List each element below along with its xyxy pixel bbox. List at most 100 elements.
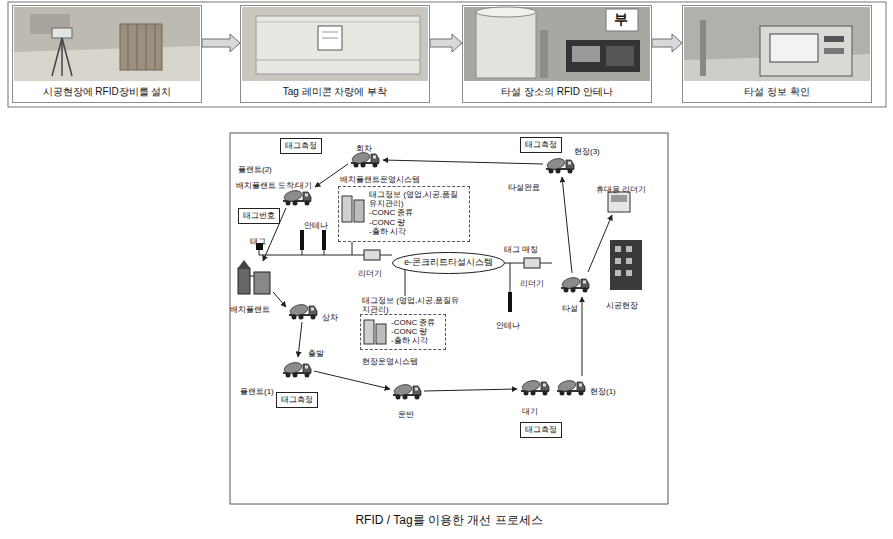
site-building-icon [626,258,632,264]
cycle-arrow [562,177,572,273]
batch-plant-icon [238,268,250,294]
truck-icon [561,276,589,293]
diagram-label: 배치플랜트 도착/대기 [236,181,312,190]
caption-holder: 타설 장소의 RFID 안테나 [463,81,651,99]
antenna-photo [464,7,650,81]
label-anchor: 운반 [398,403,414,421]
info-text: -CONC 량 [369,218,465,227]
site-building-icon [615,246,621,252]
site-photo [61,38,63,76]
truck-photo [256,60,420,61]
box-heading: 배치플랜트운영시스템 [339,175,421,184]
tag-box: 태그번호 [238,208,280,224]
tag-box: 태그측정 [520,137,562,153]
label-anchor: 배치플랜트 도착/대기 [236,174,312,192]
cycle-arrow [263,160,612,391]
terminal-photo [700,20,706,76]
box-label: 태그측정 [281,395,313,404]
server-icon [342,196,352,222]
box-heading: 태그정보 (영업,시공,품질유지관리) [361,296,467,314]
server-icon [376,324,386,344]
truck-icon [283,189,311,206]
network-wire [259,250,260,255]
diagram-label: 타설 [562,304,578,313]
label-anchor: 리더기 [520,272,544,290]
label-anchor: 리더기 [358,262,382,280]
label-anchor: 대기 [522,400,538,418]
terminal-photo [770,34,818,62]
diagram-label: 태그 매칭 [504,245,538,254]
tag-box: 태그측정 [520,422,562,438]
antenna-photo [566,40,640,72]
batch-plant-icon [238,260,270,294]
system-box: 태그정보 (영업,시공,품질유지관리)-CONC 종류-CONC 량-출하 시각… [338,186,470,242]
ellipse-shape [393,253,505,274]
photo-panel: 시공현장에 RFID장비를 설치 [12,5,202,103]
site-photo [146,24,147,70]
truck-photo [256,16,420,74]
terminal-photo [824,48,844,54]
truck-icon [283,361,311,378]
caption-holder: Tag 레미콘 차량에 부착 [241,81,429,99]
terminal-photo [760,26,852,76]
photo-panel: Tag 레미콘 차량에 부착 [240,5,430,103]
terminal-photo [824,36,844,42]
photo-caption: 타설 장소의 RFID 안테나 [501,86,613,98]
diagram-label: 현장(3) [574,147,600,156]
site-building-icon [626,246,632,252]
terminal-photo [684,7,870,81]
site-photo [62,38,72,76]
site-photo [120,24,162,70]
network-wire [324,250,325,255]
label-anchor: 태그 매칭 [504,238,538,256]
cycle-arrow [582,297,583,376]
diagram-label: 배치플랜트 [230,305,270,314]
info-text: -출하 시각 [391,336,435,345]
site-photo [52,28,72,38]
strip-frame [8,2,886,107]
antenna-photo [572,46,600,62]
antenna-symbol [508,292,512,312]
diagram-label: 리더기 [358,269,382,278]
side-holder: 배치플랜트운영시스템 [339,168,421,186]
info-text: 태그정보 (영업,시공,품질유지관리) [369,190,465,208]
label-anchor: 현장(1) [590,380,616,398]
photo-panel: 타설 정보 확인 [682,5,872,103]
network-wire [259,242,552,314]
site-photo [14,7,200,81]
diagram-label: 상차 [322,313,338,322]
side-holder: 현장운영시스템 [361,350,419,368]
antenna-symbol [300,230,304,250]
diagram-label: 휴대용 리더기 [596,185,646,194]
diagram-label: 안테나 [304,221,328,230]
label-anchor: 상차 [322,306,338,324]
system-name: 현장운영시스템 [361,357,419,366]
caption-holder: RFID / Tag를 이용한 개선 프로세스 [230,510,668,528]
label-anchor: 태그 [250,230,266,248]
site-building-icon [615,270,621,276]
terminal-photo [684,7,870,81]
flow-arrow [652,34,682,52]
photo-caption: 타설 정보 확인 [744,86,810,98]
info-column: -CONC 종류-CONC 량-출하 시각 [391,318,435,346]
truck-photo [318,26,342,50]
flow-arrow [202,34,240,52]
box-label: 태그측정 [525,140,557,149]
cycle-arrow [383,160,543,164]
network-wire [352,242,353,255]
tag-box: 태그측정 [280,138,322,154]
antenna-photo [464,7,650,81]
box-label: 태그측정 [525,425,557,434]
diagram-label: 회차 [356,144,372,153]
diagram-label: 운반 [398,410,414,419]
system-name: e-콘크리트타설시스템 [404,258,493,268]
truck-icon [283,151,589,400]
diagram-label: 시공현장 [606,301,638,310]
diagram-label: 타설완료 [508,183,540,192]
site-photo [137,24,138,70]
sign-text: 부 [614,11,628,27]
truck-icon [289,303,317,320]
reader-symbol [524,258,540,268]
